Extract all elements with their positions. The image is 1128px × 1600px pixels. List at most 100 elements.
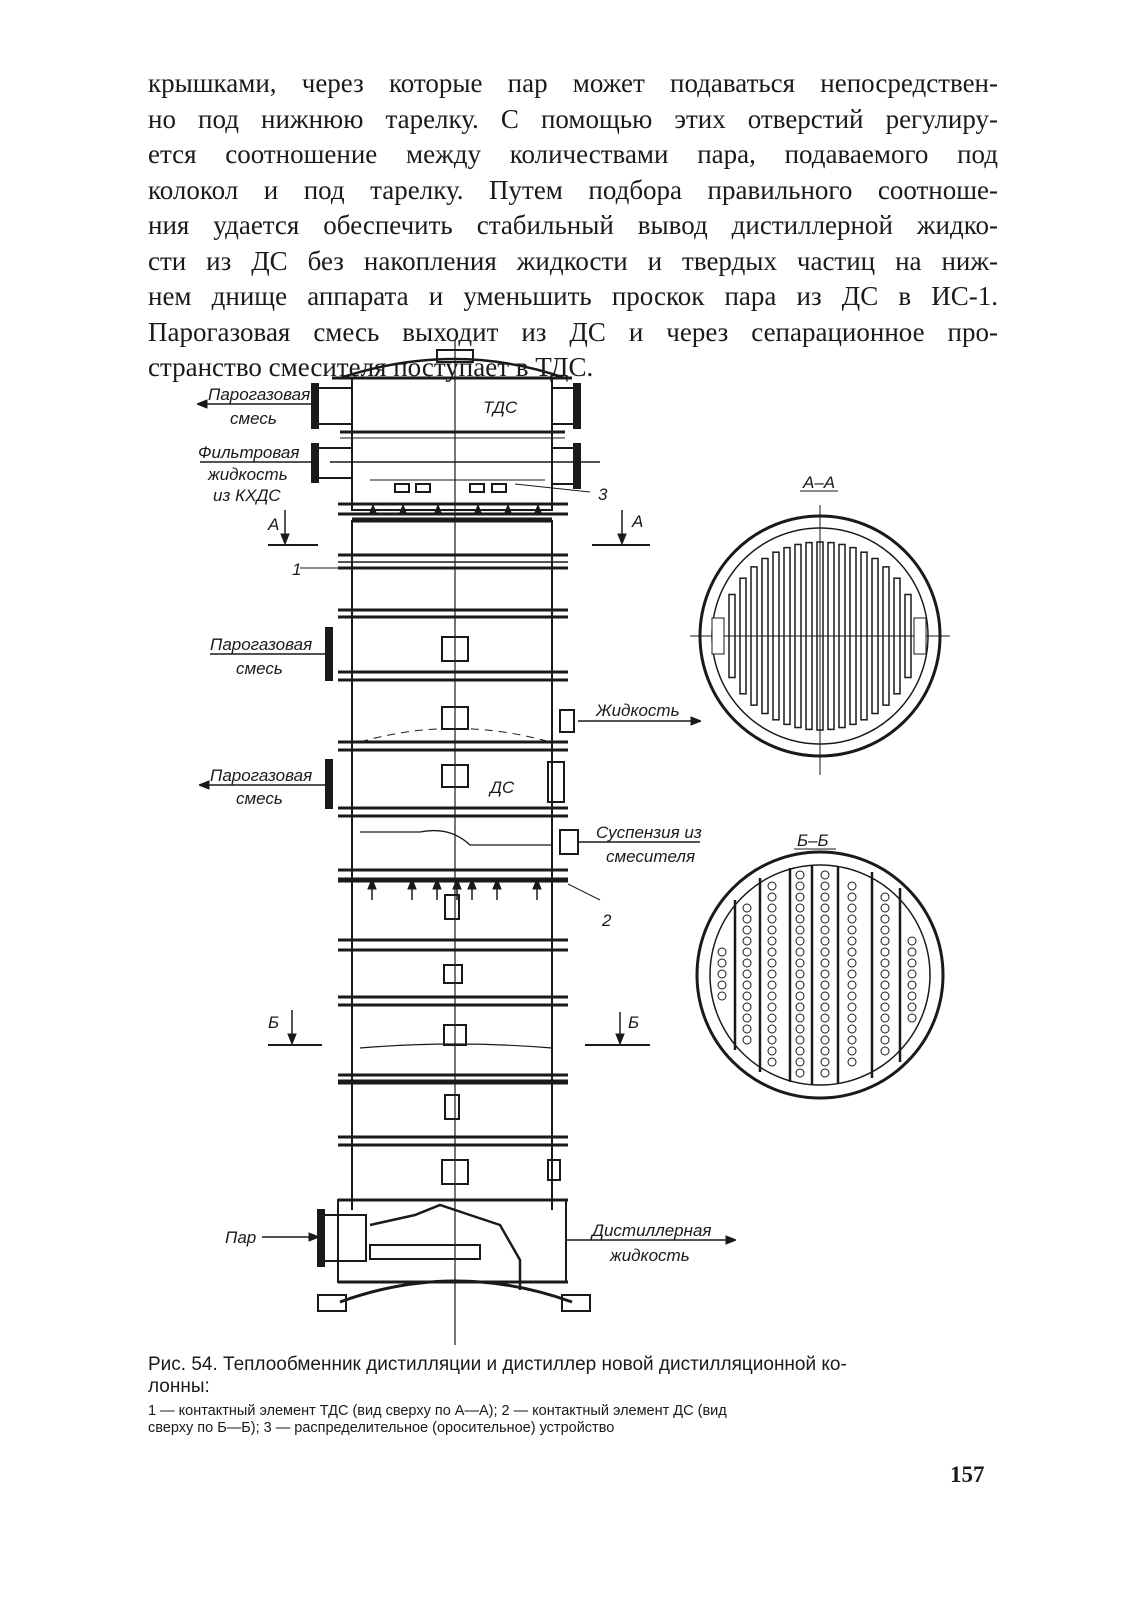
label-distiller-liquid-2: жидкость [609,1246,690,1265]
hole [880,1035,890,1045]
hole [795,881,805,891]
hole [820,903,830,913]
hole [820,947,830,957]
hole [820,1002,830,1012]
hole [795,903,805,913]
hole [767,1046,777,1056]
hole [847,969,857,979]
label-gas-mix-low-2: смесь [236,789,283,808]
hole [847,881,857,891]
hole [880,1013,890,1023]
label-section-a-right: А [631,512,643,531]
hole [820,870,830,880]
slot [871,557,879,715]
hole [717,969,727,979]
hole [880,1046,890,1056]
hole [847,892,857,902]
text-line: но под нижнюю тарелку. С помощью этих от… [148,103,998,134]
hole [880,969,890,979]
hole [880,925,890,935]
hole [767,980,777,990]
legend-line: сверху по Б—Б); 3 — распределительное (о… [148,1420,615,1436]
hole [907,958,917,968]
hole [717,991,727,1001]
hole [820,881,830,891]
hole [847,947,857,957]
hole [820,1057,830,1067]
slot [816,541,824,731]
hole [742,903,752,913]
hole [767,914,777,924]
label-num-1: 1 [292,560,301,579]
hole [767,903,777,913]
hole [847,1024,857,1034]
label-num-3: 3 [598,485,608,504]
slot [849,546,857,726]
hole [742,1002,752,1012]
slot [750,566,758,706]
top-dome [339,357,566,380]
hole [907,1013,917,1023]
hole [767,969,777,979]
hole [767,881,777,891]
text-line: ния удается обеспечить стабильный вывод … [148,210,998,240]
text-line: ется соотношение между количествами пара… [148,139,998,169]
hole [820,980,830,990]
hole [767,936,777,946]
label-gas-mix-mid-2: смесь [236,659,283,678]
hole [820,1013,830,1023]
filtrate-inlet-nozzle [317,447,353,479]
page-number: 157 [950,1462,985,1487]
hole [742,991,752,1001]
hole [880,947,890,957]
section-aa-view [690,505,950,775]
slot [783,546,791,726]
label-view-bb: Б–Б [797,831,829,850]
hole [880,892,890,902]
column-figure: Парогазовая смесь Фильтровая жидкость из… [0,340,950,1345]
label-num-2: 2 [601,911,612,930]
hole [907,1002,917,1012]
label-gas-mix-top: Парогазовая [208,385,310,404]
caption-line: лонны: [148,1376,210,1397]
slot [838,543,846,729]
tds-shell [351,377,553,511]
hole [820,892,830,902]
hole [795,925,805,935]
hole [880,1024,890,1034]
hole [847,1035,857,1045]
text-line: колокол и под тарелку. Путем подбора пра… [148,174,998,205]
hole [795,1046,805,1056]
slot [805,541,813,731]
hole [767,958,777,968]
hole [847,1002,857,1012]
figure-caption: Рис. 54. Теплообменник дистилляции и дис… [148,1354,1000,1398]
slot [893,577,901,695]
slot [739,577,747,695]
hole [820,969,830,979]
text-line: сти из ДС без накопления жидкости и твер… [148,245,998,276]
label-section-b-left: Б [268,1013,279,1032]
slot [761,557,769,715]
hole [847,958,857,968]
hole [820,1046,830,1056]
hole [742,1024,752,1034]
hole [795,980,805,990]
slot [827,541,835,731]
hole [820,991,830,1001]
slot [882,566,890,706]
hole [847,1057,857,1067]
hole [795,1035,805,1045]
hole [767,1035,777,1045]
gas-outlet-nozzle-top [317,387,353,425]
hole [742,1013,752,1023]
text-line: нем днище аппарата и уменьшить проскок п… [148,281,998,311]
hole [820,936,830,946]
hole [795,1013,805,1023]
label-gas-mix-mid: Парогазовая [210,635,312,654]
hole [717,980,727,990]
hole [907,991,917,1001]
hole [742,936,752,946]
hole [742,980,752,990]
hole [795,936,805,946]
